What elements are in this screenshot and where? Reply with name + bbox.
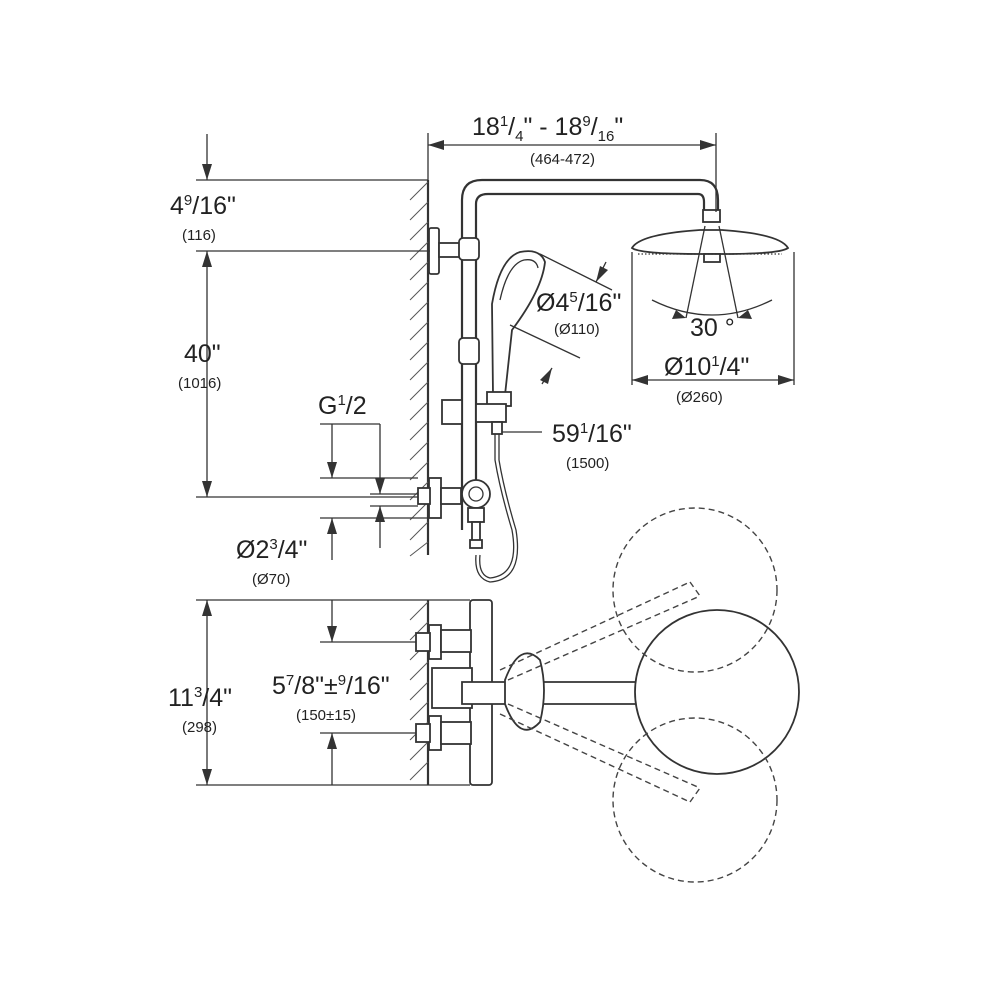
spray-angle-label: 30 ° (690, 314, 735, 342)
hand-shower-dia-metric: (Ø110) (554, 321, 600, 338)
head-shower-dia-metric: (Ø260) (676, 389, 723, 406)
top-height-metric: (116) (182, 227, 216, 244)
inlet-spacing-metric: (150±15) (296, 707, 356, 724)
escutcheon-dia-metric: (Ø70) (252, 571, 290, 588)
spray-line-right (718, 225, 739, 319)
arm-reach-label: 181/4" - 189/16" (472, 113, 623, 145)
head-shower-top (634, 609, 800, 775)
head-shower (630, 209, 790, 263)
escutcheon-dia-label: Ø23/4" (236, 536, 307, 564)
side-view (196, 133, 795, 583)
hand-shower (486, 250, 546, 407)
rail-connector (458, 237, 480, 261)
thread-label: G1/2 (318, 392, 367, 420)
spray-line-left (685, 225, 706, 319)
mixer-height-metric: (298) (182, 719, 217, 736)
hand-shower-top (504, 652, 545, 731)
hose-length-metric: (1500) (566, 455, 609, 472)
mixer-height-label: 113/4" (168, 684, 232, 712)
top-view (196, 507, 800, 883)
riser-pipe (460, 178, 720, 530)
rail-height-metric: (1016) (178, 375, 221, 392)
top-height-label: 49/16" (170, 192, 236, 220)
shower-hose (479, 434, 515, 579)
head-shower-dia-label: Ø101/4" (664, 353, 749, 381)
hose-length-label: 591/16" (552, 420, 632, 448)
rail-height-label: 40" (184, 340, 221, 368)
inlet-spacing-label: 57/8"±9/16" (272, 672, 390, 700)
arm-reach-metric: (464-472) (530, 151, 595, 168)
slider (441, 399, 463, 425)
diverter (461, 479, 491, 509)
angle-arc (651, 299, 773, 316)
hand-shower-dia-label: Ø45/16" (536, 289, 621, 317)
upper-wall-bracket (428, 227, 440, 275)
